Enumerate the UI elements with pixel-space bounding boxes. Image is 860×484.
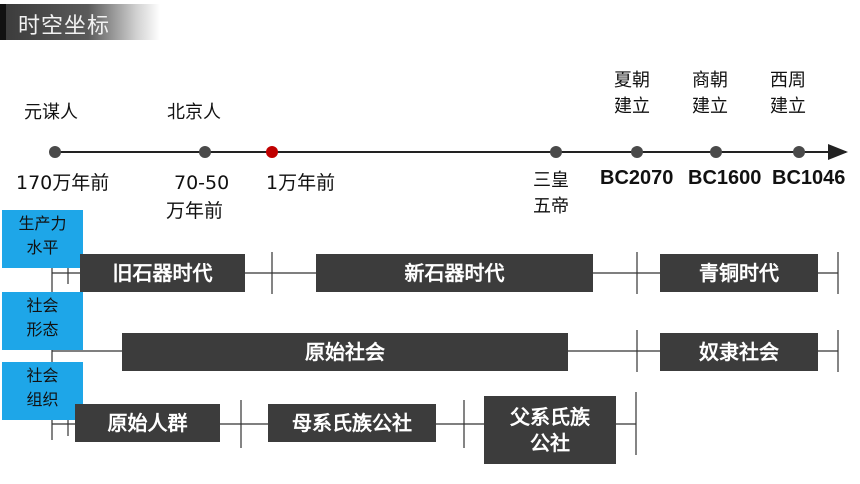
date-bc2070: BC2070 xyxy=(600,167,674,189)
date-170wan: 170万年前 xyxy=(16,172,110,194)
row2-ticks xyxy=(636,330,839,372)
label-beijing: 北京人 xyxy=(167,102,221,123)
title-bar xyxy=(0,4,160,40)
date-bc1600: BC1600 xyxy=(688,167,762,189)
date-70-50: 70-50 xyxy=(174,172,230,194)
label-wudi: 五帝 xyxy=(533,196,569,217)
timeline-dot-shang xyxy=(710,146,722,158)
side-label-productivity: 生产力 水平 xyxy=(2,210,83,268)
date-bc1046: BC1046 xyxy=(772,167,846,189)
side-label-organization-line2: 组织 xyxy=(26,390,59,409)
box-patrilineal-clan: 父系氏族 公社 xyxy=(484,396,616,464)
side-label-organization-line1: 社会 xyxy=(26,366,59,385)
box-paleolithic: 旧石器时代 xyxy=(80,254,245,292)
box-patrilineal-line2: 公社 xyxy=(530,431,570,455)
side-label-society: 社会 形态 xyxy=(2,292,83,350)
box-bronze-age: 青铜时代 xyxy=(660,254,818,292)
label-sanhuang: 三皇 xyxy=(533,170,569,191)
box-primitive-group: 原始人群 xyxy=(75,404,220,442)
label-xia: 夏朝 建立 xyxy=(614,70,650,117)
date-wan-nian-qian: 万年前 xyxy=(166,200,224,222)
side-label-productivity-line1: 生产力 xyxy=(18,214,67,233)
timeline-dot-10k xyxy=(266,146,278,158)
row3-ticks xyxy=(67,392,637,455)
box-matrilineal-clan: 母系氏族公社 xyxy=(268,404,436,442)
title-accent xyxy=(0,4,6,40)
timeline-dot-yuanmou xyxy=(49,146,61,158)
timeline-dot-xia xyxy=(631,146,643,158)
side-label-society-line1: 社会 xyxy=(26,296,59,315)
page-title: 时空坐标 xyxy=(18,14,111,39)
timeline-dot-zhou xyxy=(793,146,805,158)
side-label-organization: 社会 组织 xyxy=(2,362,83,420)
side-label-society-line2: 形态 xyxy=(26,320,59,339)
label-zhou: 西周 建立 xyxy=(770,70,806,117)
box-slave-society: 奴隶社会 xyxy=(660,333,818,371)
date-1wan: 1万年前 xyxy=(266,172,336,194)
side-label-productivity-line2: 水平 xyxy=(26,238,59,257)
box-neolithic: 新石器时代 xyxy=(316,254,593,292)
timeline-dot-sanhuang xyxy=(550,146,562,158)
label-yuanmou: 元谋人 xyxy=(24,102,78,123)
label-shang: 商朝 建立 xyxy=(692,70,728,117)
timeline-dot-beijing xyxy=(199,146,211,158)
box-primitive-society: 原始社会 xyxy=(122,333,568,371)
box-patrilineal-line1: 父系氏族 xyxy=(510,405,590,429)
